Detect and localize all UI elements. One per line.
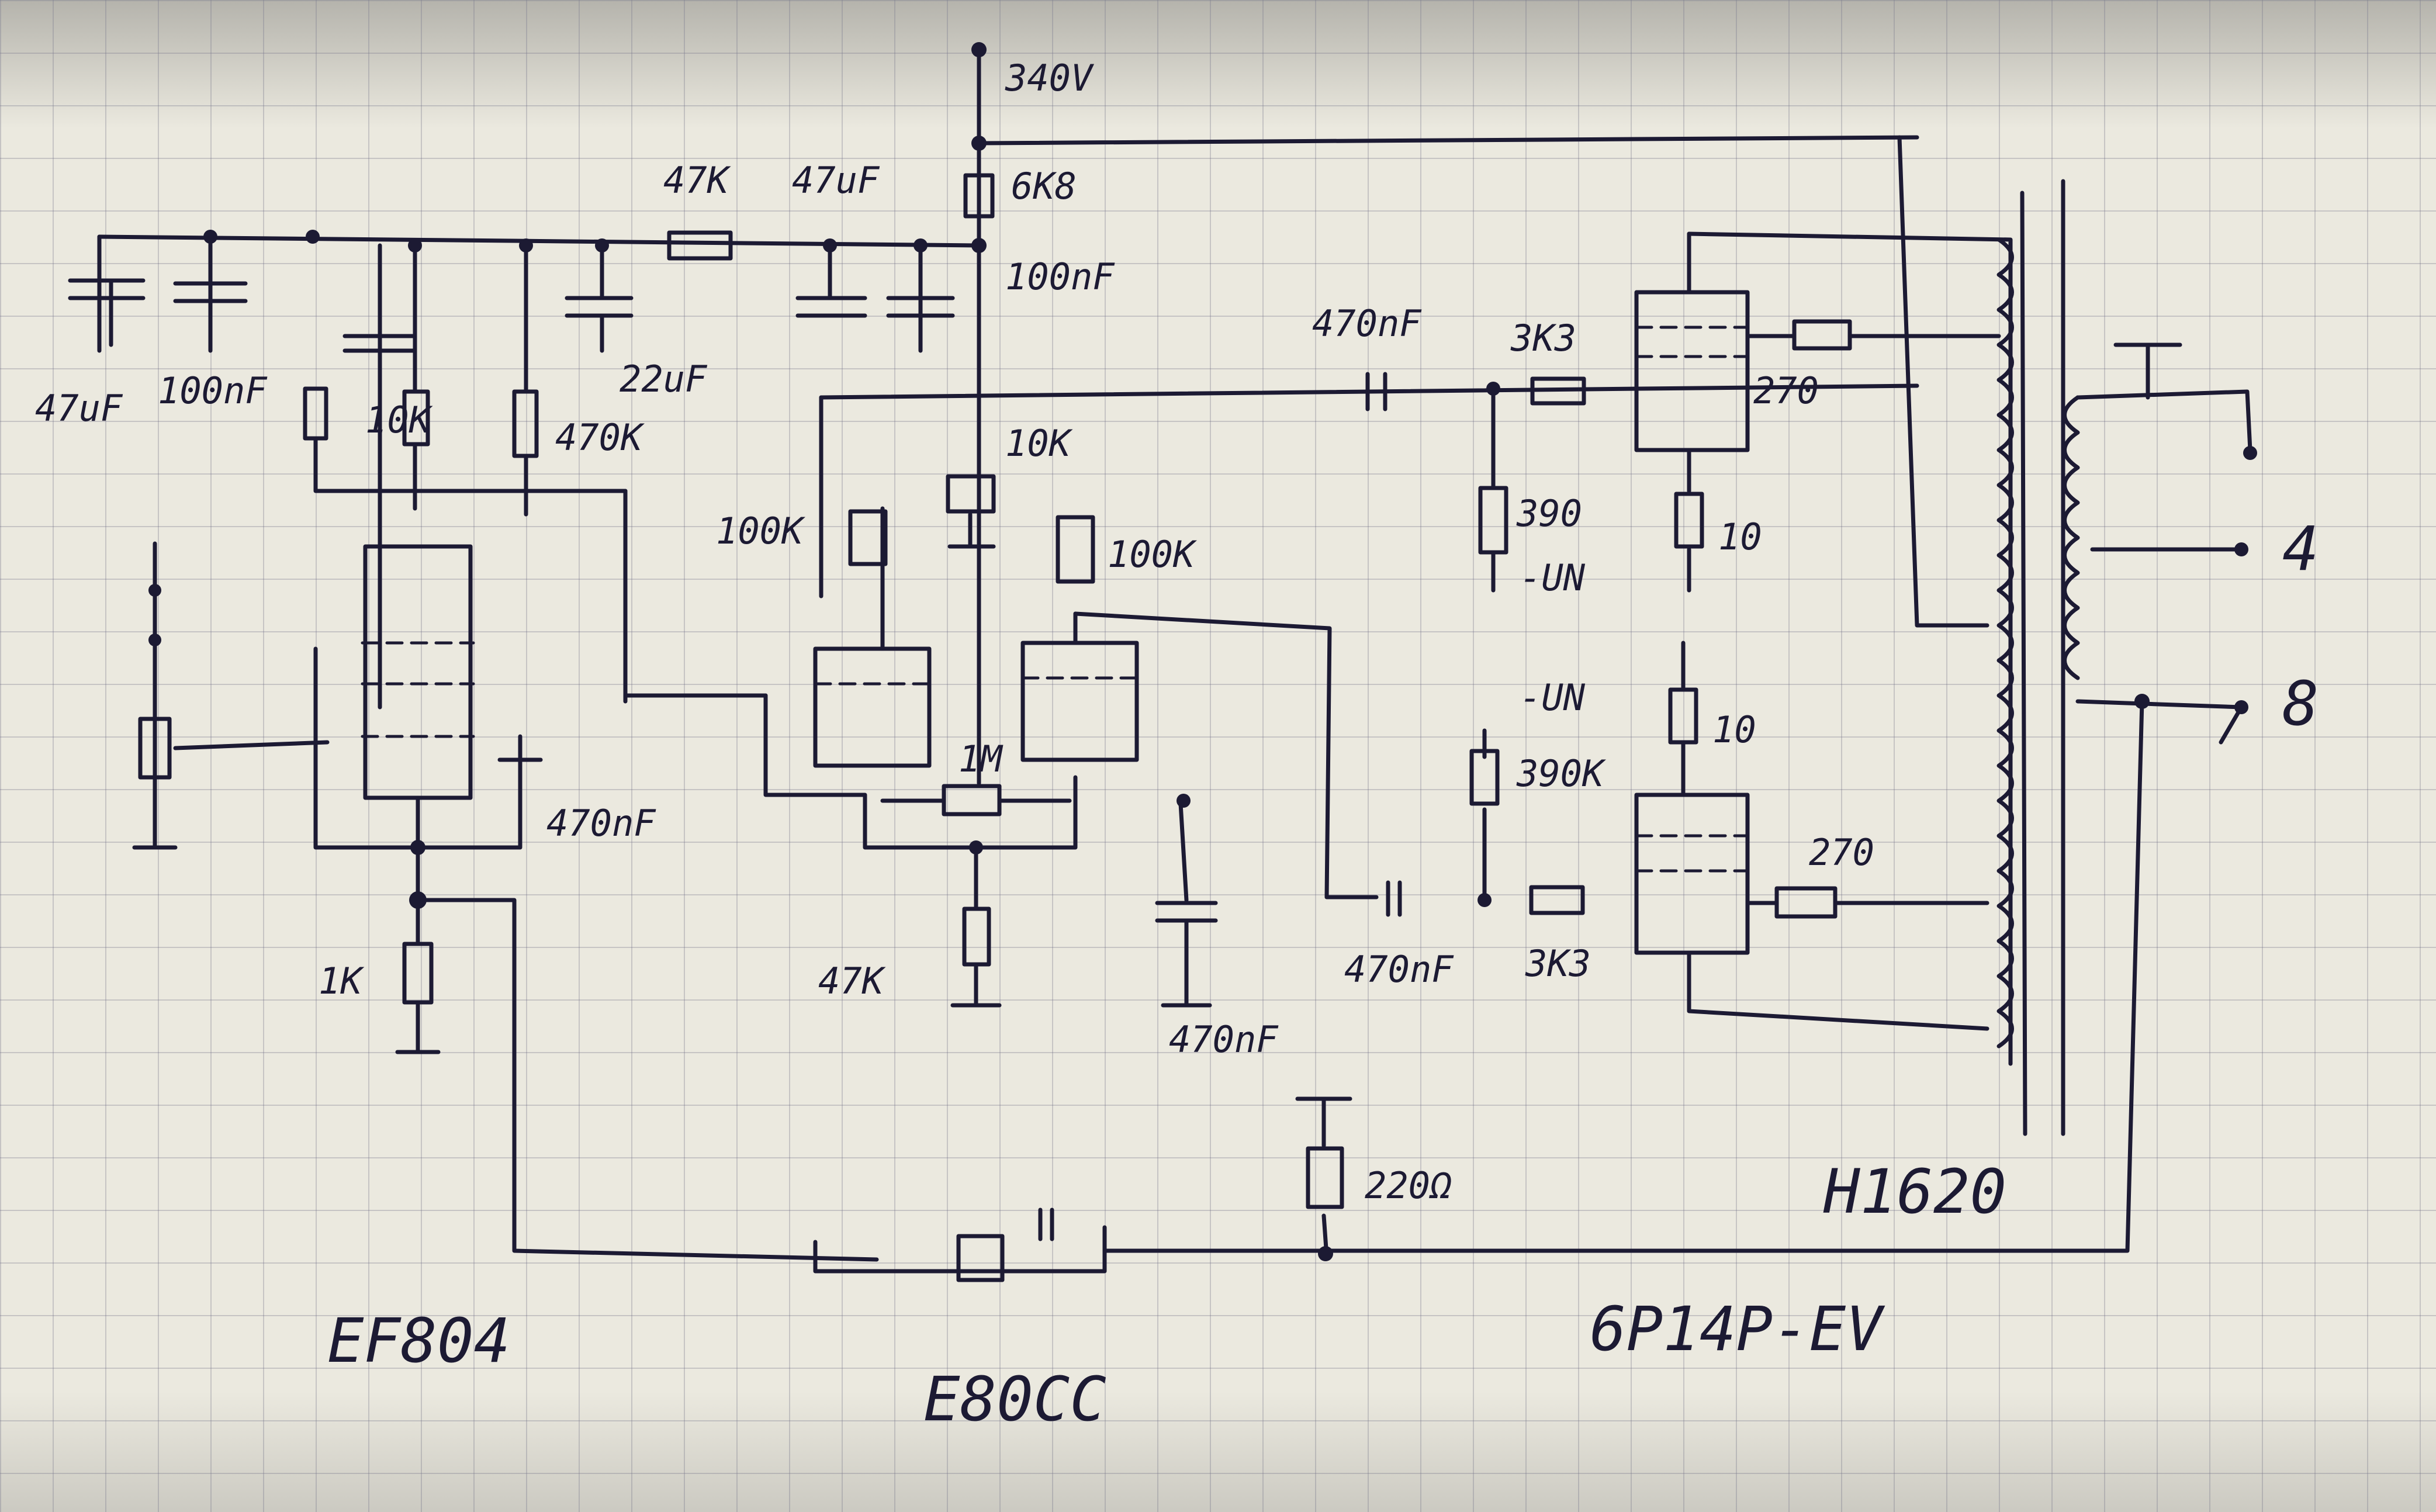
label-r-tail: 47K [818,960,886,1002]
label-c-main: 47uF [35,387,123,430]
e80cc-driver-stage [763,395,1379,1282]
output-transformer [1102,179,2257,1253]
label-r-supply: 6K8 [1011,165,1077,207]
supply-voltage-label: 340V [1005,57,1095,99]
label-c-main-bypass: 100nF [158,369,268,412]
label-r-screen-top: 270 [1753,369,1819,412]
label-bias-bot: -UN [1520,676,1586,719]
tube-label-driver: E80CC [923,1364,1106,1435]
label-r-screen: 10K [365,399,433,441]
label-r-grid-link: 1M [959,738,1004,780]
label-r-plate-a: 100K [716,510,805,552]
label-r-fb: 220Ω [1365,1164,1452,1207]
ef804-input-stage [132,489,879,1262]
label-bias-top: -UN [1520,556,1586,599]
filter-capacitor-bank [68,173,995,710]
output-stage [1365,135,2013,1066]
label-c-filter-mid: 47uF [792,159,880,202]
label-r-screen-bot: 270 [1809,831,1874,874]
feedback-network [1295,1096,1352,1261]
label-c-grid-b: 470nF [1169,1018,1279,1061]
label-r-plate-b: 100K [1108,533,1197,576]
label-tap-4: 4 [2282,513,2319,584]
label-r-stop-bot: 3K3 [1525,942,1591,985]
label-r-cath-bot: 10 [1712,708,1756,751]
label-c-dec: 22uF [620,358,708,400]
tube-label-output: 6P14P-EV [1590,1293,1885,1365]
label-c-couple-top: 470nF [1312,302,1422,345]
label-r-bias-top: 390 [1516,492,1582,535]
transformer-label: H1620 [1823,1156,2006,1227]
label-r-cathode-pent: 1K [319,960,364,1002]
tube-label-input: EF804 [327,1305,510,1376]
label-r-drop1: 47K [663,159,731,202]
label-c-couple-bot: 470nF [1344,948,1454,991]
label-tap-8: 8 [2282,668,2319,739]
label-r-stop-top: 3K3 [1510,317,1576,359]
label-r-cath-top: 10 [1718,515,1762,558]
label-c-screen: 470nF [546,802,656,845]
label-c-supply: 100nF [1005,255,1115,298]
label-r-plate-pent: 470K [555,416,645,459]
label-r-tail-top: 10K [1005,422,1073,465]
label-r-bias-bot: 390K [1516,752,1606,795]
